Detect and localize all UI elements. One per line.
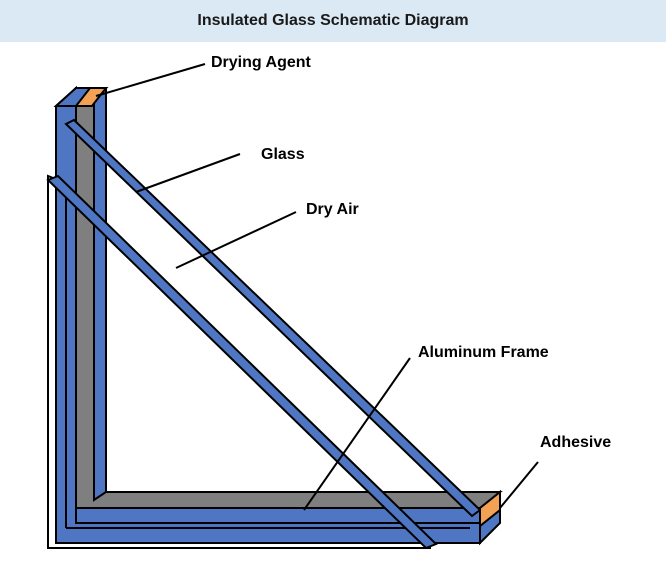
label-glass: Glass [261,146,305,163]
pointer-dry-air [175,211,297,269]
diagram-title: Insulated Glass Schematic Diagram [197,12,469,29]
pointer-adhesive [499,461,539,509]
label-dry-air: Dry Air [306,201,359,218]
label-adhesive: Adhesive [540,434,611,451]
pointer-aluminum-frame [303,357,411,511]
label-aluminum-frame: Aluminum Frame [418,344,549,361]
adhesive-block [479,489,501,529]
pointer-glass [135,153,241,193]
pointer-drying-agent [95,63,206,97]
title-bar: Insulated Glass Schematic Diagram [0,0,666,42]
label-drying-agent: Drying Agent [211,54,312,71]
drying-agent-top [73,87,109,107]
glass-pane-inner [64,118,482,518]
glass-pane-outer [46,174,438,550]
